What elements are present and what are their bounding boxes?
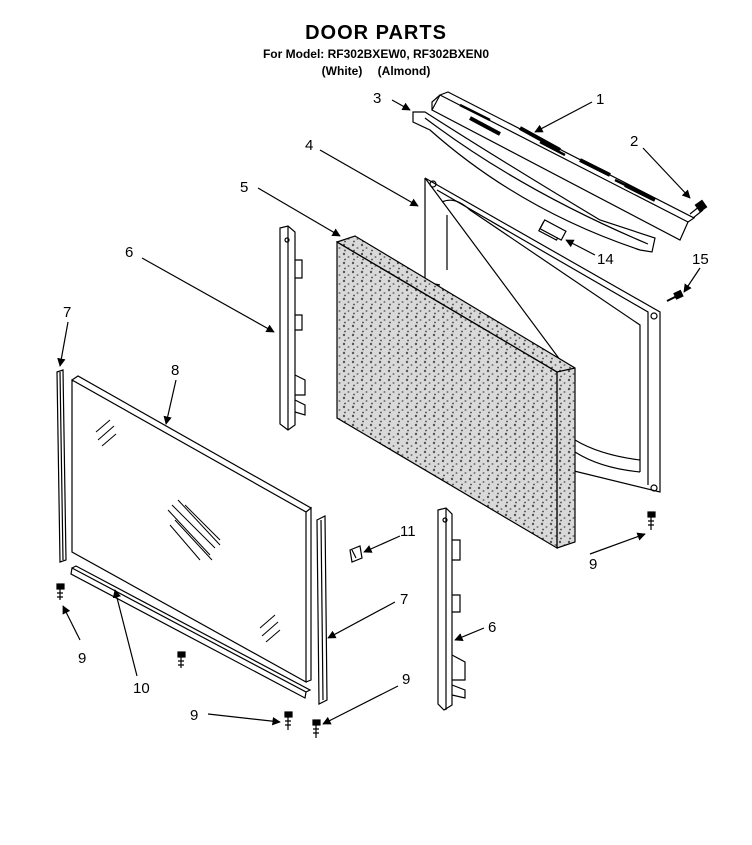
callout-9-right: 9 [589,556,597,573]
door-screw-left [56,583,65,600]
callout-9-left: 9 [78,650,86,667]
leader-15 [683,267,701,293]
callout-14: 14 [597,251,614,268]
finish-options: (White) (Almond) [0,64,752,78]
door-screw-bottom-trim [312,719,321,738]
callout-6-lower: 6 [488,619,496,636]
callout-7-left: 7 [63,304,71,321]
callout-9-bottom: 9 [190,707,198,724]
leader-6a [141,257,275,333]
diagram-title: DOOR PARTS [305,22,447,44]
door-latch-plate [539,219,567,241]
leader-6b [454,627,485,641]
callout-15: 15 [692,251,709,268]
callout-4: 4 [305,137,313,154]
leader-10 [112,589,138,677]
door-side-channel-upper [279,225,306,431]
glass-edge-trim-right [316,515,328,705]
callout-6-upper: 6 [125,244,133,261]
door-top-trim [431,91,696,241]
leader-7b [327,601,396,639]
leader-1 [534,101,593,133]
door-screw-right [647,511,656,530]
callout-3: 3 [373,90,381,107]
glass-clip [349,545,363,563]
vent-baffle [412,111,656,253]
callout-5: 5 [240,179,248,196]
door-side-channel-lower [437,507,466,711]
door-screw-bottom-glass [284,711,293,730]
leader-4 [319,149,419,207]
outer-door-glass [71,375,313,684]
callout-8: 8 [171,362,179,379]
door-insulation [336,235,576,550]
leader-9b [62,605,81,641]
glass-bottom-trim [70,565,312,699]
leader-14 [565,239,596,256]
callout-9-bottom-right: 9 [402,671,410,688]
leader-3 [391,99,411,111]
leader-8 [163,379,177,425]
glass-edge-trim-left [56,369,67,563]
finish-white: (White) [321,64,363,78]
leader-11 [363,535,401,553]
leader-5 [257,187,341,237]
leader-9c [207,713,281,726]
door-liner [424,177,661,493]
model-numbers: For Model: RF302BXEW0, RF302BXEN0 [262,47,490,61]
leader-9d [322,685,399,725]
callout-11: 11 [400,523,416,540]
leader-7a [57,321,69,367]
liner-screw [666,289,684,302]
leader-2 [642,147,691,199]
leader-9a [589,532,646,555]
callout-1: 1 [596,91,604,108]
callout-10: 10 [133,680,150,697]
trim-screw [689,199,708,219]
door-screw-bottom-mid [177,651,186,668]
callout-7-right: 7 [400,591,408,608]
callout-2: 2 [630,133,638,150]
finish-almond: (Almond) [377,64,431,78]
